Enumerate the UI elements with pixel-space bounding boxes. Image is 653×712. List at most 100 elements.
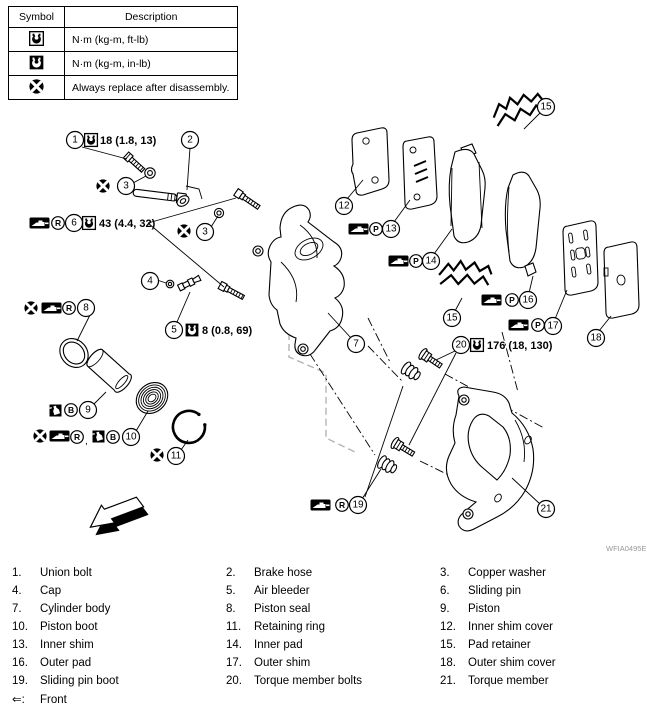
torque-value: 43 (4.4, 32) bbox=[99, 218, 156, 230]
part-name: Piston bbox=[468, 603, 500, 615]
callout-12: 12 bbox=[334, 196, 354, 216]
part-number: 12. bbox=[440, 621, 456, 633]
part-number: 9. bbox=[440, 603, 450, 615]
legend-row: N·m (kg-m, in-lb) bbox=[7, 51, 239, 76]
inner-shim-cover bbox=[350, 127, 390, 196]
pad-retainer bbox=[492, 92, 545, 127]
part-number: 4. bbox=[12, 585, 22, 597]
part-name: Air bleeder bbox=[254, 585, 310, 597]
part-number: 7. bbox=[12, 603, 22, 615]
grease-icon bbox=[348, 223, 369, 235]
callout-16: 16 bbox=[518, 290, 538, 310]
svg-text:12: 12 bbox=[338, 201, 350, 212]
brake-fluid-icon bbox=[92, 430, 105, 443]
grease-type-badge: R bbox=[70, 430, 84, 444]
part-name: Piston seal bbox=[254, 603, 311, 615]
svg-text:8: 8 bbox=[83, 303, 89, 314]
callout-6: 6 bbox=[64, 213, 84, 233]
replace-icon bbox=[22, 299, 39, 317]
svg-text:P: P bbox=[509, 295, 515, 305]
svg-text:2: 2 bbox=[187, 135, 193, 146]
parts-list-item: 5.Air bleeder bbox=[226, 585, 440, 597]
part-number: 10. bbox=[12, 621, 28, 633]
cylinder-body bbox=[252, 204, 345, 357]
front-label: Front bbox=[40, 694, 67, 706]
callout-14: 14 bbox=[421, 251, 441, 271]
sliding-pin-boot bbox=[377, 455, 398, 474]
brake-hose bbox=[132, 185, 203, 207]
sliding-pin-boot bbox=[400, 361, 421, 381]
svg-text:B: B bbox=[110, 432, 116, 442]
copper-washer bbox=[213, 207, 225, 219]
callout-18: 18 bbox=[586, 328, 606, 348]
torque-wrench-icon bbox=[83, 132, 99, 148]
svg-text:15: 15 bbox=[540, 102, 552, 113]
grease-type-badge: R bbox=[62, 301, 76, 315]
callout-10: 10 bbox=[121, 427, 141, 447]
front-arrow bbox=[89, 496, 149, 536]
parts-list-row: 19.Sliding pin boot 20.Torque member bol… bbox=[12, 672, 648, 690]
parts-list-item: 20. Torque member bolts bbox=[226, 675, 440, 687]
grease-icon bbox=[41, 302, 62, 314]
grease-icon bbox=[49, 430, 70, 442]
cap bbox=[165, 279, 175, 289]
part-name: Copper washer bbox=[468, 567, 546, 579]
torque-member-bolt bbox=[390, 436, 416, 457]
svg-text:5: 5 bbox=[171, 325, 177, 336]
callout-15: 15 bbox=[536, 97, 556, 117]
callout-13: 13 bbox=[381, 219, 401, 239]
outer-shim bbox=[562, 220, 599, 296]
legend-row: Always replace after disassembly. bbox=[7, 75, 239, 100]
svg-text:B: B bbox=[68, 405, 74, 415]
part-number: 6. bbox=[440, 585, 450, 597]
svg-text:R: R bbox=[74, 432, 80, 442]
part-number: 18. bbox=[440, 657, 456, 669]
callout-15: 15 bbox=[442, 308, 462, 328]
svg-text:20: 20 bbox=[455, 340, 467, 351]
fluid-type-badge: B bbox=[64, 403, 78, 417]
part-name: Sliding pin bbox=[468, 585, 522, 597]
parts-list-item: 7.Cylinder body bbox=[12, 603, 226, 615]
part-name: Inner shim cover bbox=[468, 621, 554, 633]
part-number: 8. bbox=[226, 603, 236, 615]
piston-boot bbox=[135, 382, 169, 414]
comma: , bbox=[85, 436, 88, 447]
svg-text:15: 15 bbox=[446, 313, 458, 324]
callout-2: 2 bbox=[180, 130, 200, 150]
svg-text:18: 18 bbox=[590, 333, 602, 344]
part-number: 21. bbox=[440, 675, 456, 687]
torque-wrench-icon bbox=[81, 215, 97, 231]
fluid-type-badge: B bbox=[106, 430, 120, 444]
parts-list-row: 1.Union bolt 2.Brake hose 3.Copper washe… bbox=[12, 564, 648, 582]
parts-list-item: 8. Piston seal bbox=[226, 603, 440, 615]
svg-text:4: 4 bbox=[147, 276, 153, 287]
part-name: Outer pad bbox=[40, 657, 92, 669]
callout-3: 3 bbox=[116, 176, 136, 196]
svg-text:11: 11 bbox=[171, 451, 182, 462]
part-name: Outer shim bbox=[254, 657, 311, 669]
svg-text:R: R bbox=[66, 303, 72, 313]
part-number: 20. bbox=[226, 675, 242, 687]
parts-list-item: 18.Outer shim cover bbox=[440, 657, 648, 669]
parts-list-item: 17.Outer shim bbox=[226, 657, 440, 669]
parts-list-item: 15.Pad retainer bbox=[440, 639, 648, 651]
part-name: Torque member bolts bbox=[254, 675, 363, 687]
outer-pad bbox=[504, 171, 541, 277]
parts-list-item: 1. Union bolt bbox=[12, 567, 226, 579]
part-number: 1. bbox=[12, 567, 22, 579]
grease-type-badge: R bbox=[51, 216, 65, 230]
copper-washer bbox=[144, 167, 156, 179]
part-name: Union bolt bbox=[40, 567, 92, 579]
torque-value: 8 (0.8, 69) bbox=[202, 325, 252, 337]
parts-list: 1.Union bolt 2.Brake hose 3.Copper washe… bbox=[12, 564, 648, 708]
callout-5: 5 bbox=[164, 320, 184, 340]
part-number: 11. bbox=[226, 621, 242, 633]
legend-desc: Always replace after disassembly. bbox=[64, 75, 239, 100]
svg-text:3: 3 bbox=[123, 181, 129, 192]
part-name: Retaining ring bbox=[254, 621, 325, 633]
svg-text:P: P bbox=[535, 320, 541, 330]
callout-19: 19 bbox=[348, 495, 368, 515]
grease-type-badge: R bbox=[335, 498, 349, 512]
front-note: ⇐:Front bbox=[12, 692, 226, 706]
svg-text:1: 1 bbox=[72, 135, 78, 146]
